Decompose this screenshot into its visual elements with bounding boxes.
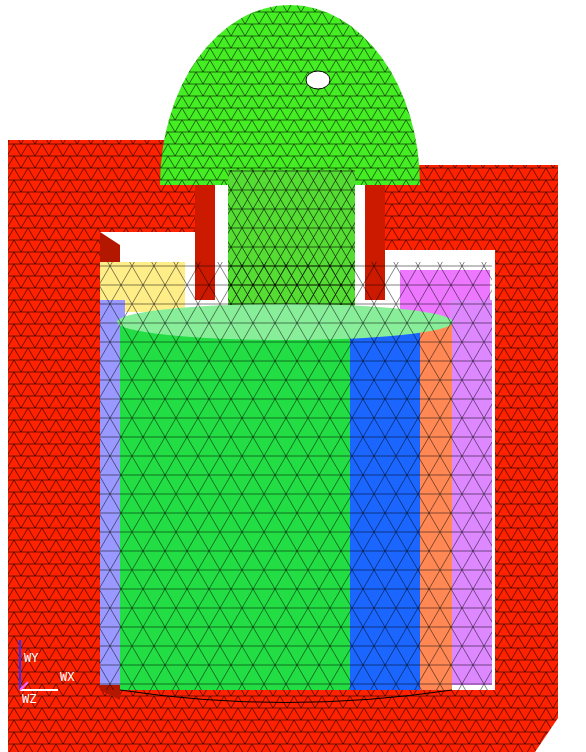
axis-label: WY [24, 652, 38, 664]
axis-label: WZ [22, 693, 36, 705]
axis-label: WX [60, 671, 74, 683]
red-core [8, 140, 558, 752]
coil [100, 262, 492, 703]
axis-triad [20, 640, 58, 690]
